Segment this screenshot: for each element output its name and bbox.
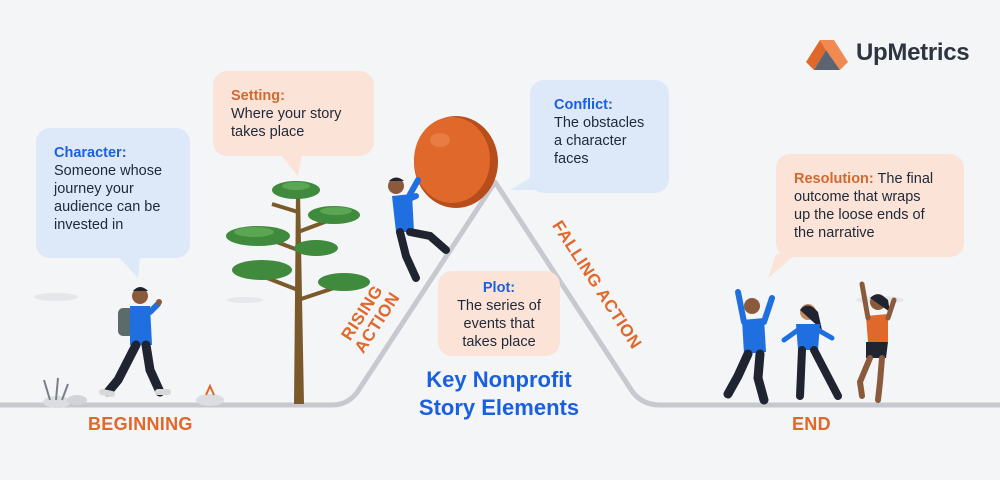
resolution-label: Resolution: bbox=[794, 171, 874, 187]
upmetrics-logo-icon bbox=[806, 40, 848, 70]
character-text-2: journey your bbox=[54, 181, 134, 197]
resolution-text-3: the narrative bbox=[794, 225, 875, 241]
rocks-icon bbox=[43, 377, 224, 408]
plot-label: Plot: bbox=[482, 280, 516, 296]
setting-bubble: Setting: Where your story takes place bbox=[213, 71, 374, 156]
celebrating-people-icon bbox=[723, 281, 897, 405]
conflict-label: Conflict: bbox=[554, 97, 613, 113]
walking-character-icon bbox=[99, 287, 171, 397]
character-text-4: invested in bbox=[54, 217, 124, 233]
beginning-label: BEGINNING bbox=[88, 414, 193, 434]
tree-icon bbox=[226, 181, 370, 404]
character-label: Character: bbox=[54, 145, 127, 161]
boulder-icon bbox=[414, 116, 498, 208]
character-text-3: audience can be bbox=[54, 199, 161, 215]
pushing-character-icon bbox=[388, 177, 450, 282]
resolution-bubble: Resolution: The final outcome that wraps… bbox=[776, 154, 964, 257]
plot-text-3: takes place bbox=[462, 334, 536, 350]
conflict-text-2: a character bbox=[554, 133, 627, 149]
character-bubble-tail bbox=[118, 256, 140, 278]
resolution-text-1: outcome that wraps bbox=[794, 189, 921, 205]
plot-bubble: Plot: The series of events that takes pl… bbox=[438, 271, 560, 356]
story-arc-line bbox=[0, 179, 1000, 408]
brand-name: UpMetrics bbox=[856, 39, 970, 66]
brand-logo: UpMetrics bbox=[806, 36, 970, 70]
conflict-bubble: Conflict: The obstacles a character face… bbox=[530, 80, 669, 193]
setting-text-1: Where your story bbox=[231, 106, 342, 122]
setting-bubble-tail bbox=[280, 154, 302, 176]
setting-text-2: takes place bbox=[231, 124, 305, 140]
setting-label: Setting: bbox=[231, 88, 285, 104]
resolution-text-2: up the loose ends of bbox=[794, 207, 925, 223]
plot-text-2: events that bbox=[463, 316, 535, 332]
character-bubble: Character: Someone whose journey your au… bbox=[36, 128, 190, 258]
plot-text-1: The series of bbox=[457, 298, 541, 314]
resolution-text-0: The final bbox=[873, 171, 934, 187]
resolution-bubble-tail bbox=[768, 254, 796, 278]
title-line-1: Key Nonprofit bbox=[426, 367, 572, 392]
end-label: END bbox=[792, 414, 831, 434]
diagram-title: Key Nonprofit Story Elements bbox=[380, 366, 618, 422]
title-line-2: Story Elements bbox=[418, 395, 580, 420]
character-text-1: Someone whose bbox=[54, 163, 163, 179]
conflict-text-1: The obstacles bbox=[554, 115, 645, 131]
conflict-text-3: faces bbox=[554, 151, 589, 167]
